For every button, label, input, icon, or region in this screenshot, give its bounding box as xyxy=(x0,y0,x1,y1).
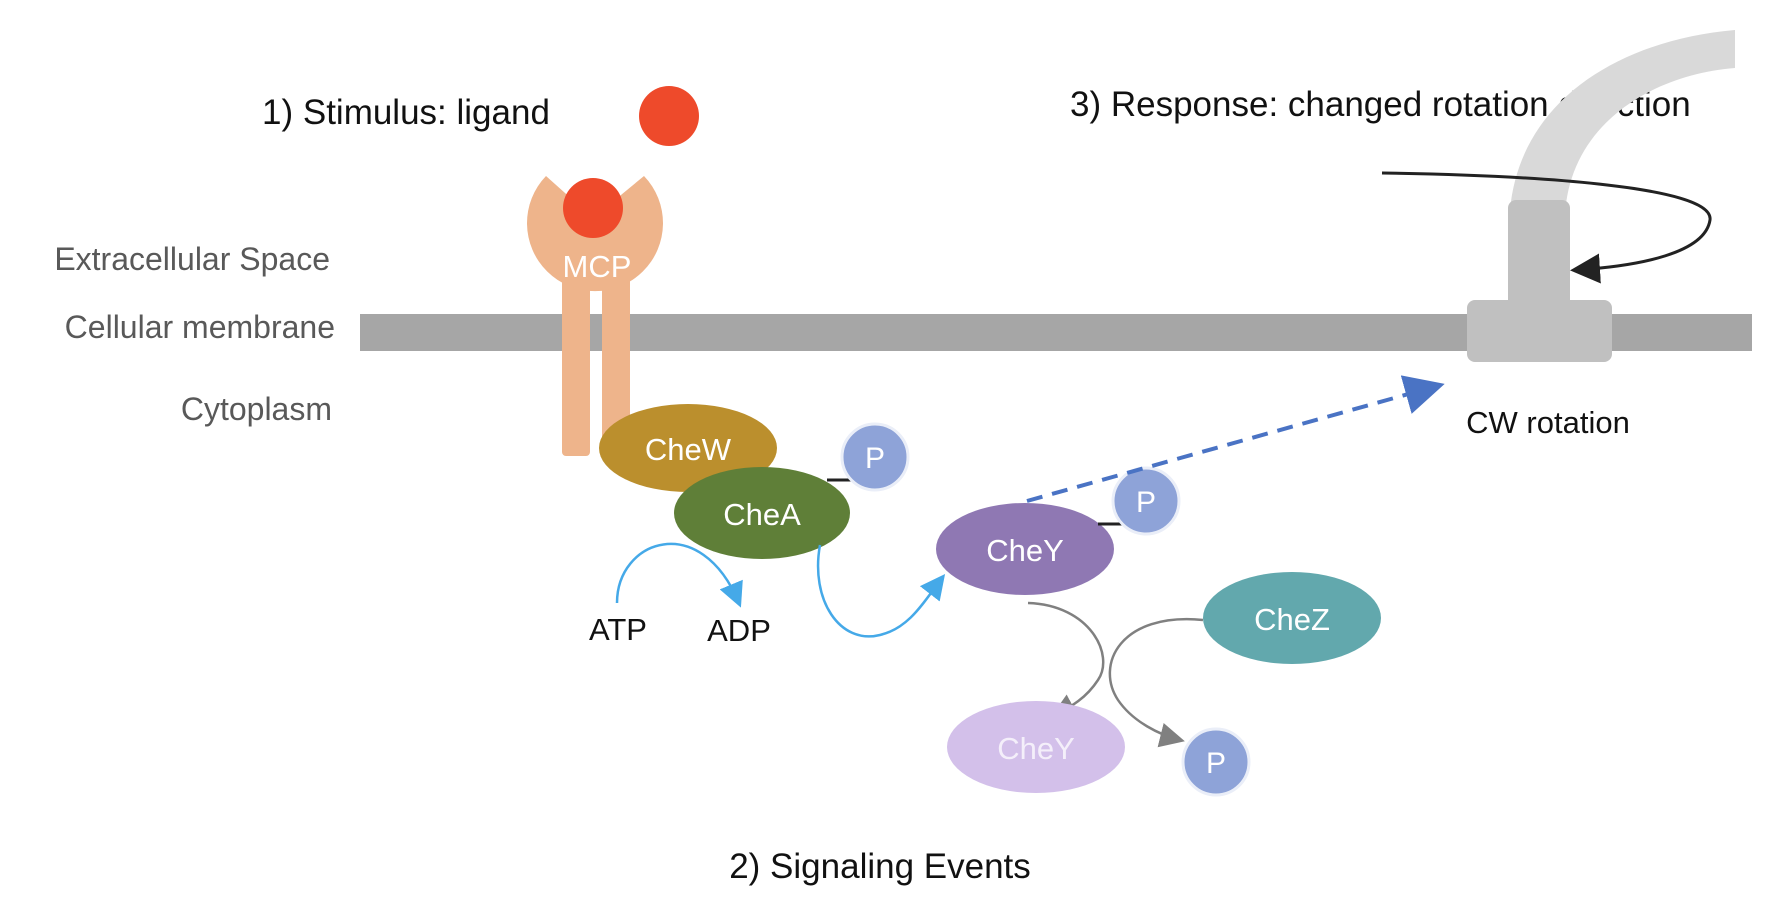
chez-label: CheZ xyxy=(1254,602,1330,637)
chey-active-label: CheY xyxy=(986,533,1064,568)
signaling-title: 2) Signaling Events xyxy=(729,847,1031,886)
mcp-stalk-right xyxy=(602,260,630,456)
mcp-label: MCP xyxy=(563,249,632,284)
chey-active-protein: CheY xyxy=(936,503,1114,595)
bound-ligand xyxy=(563,178,623,238)
cw-rotation-label: CW rotation xyxy=(1466,405,1630,440)
rotation-arrow xyxy=(1381,171,1712,284)
flagellum-hook xyxy=(1510,30,1735,215)
region-extracellular-label: Extracellular Space xyxy=(54,241,330,277)
phosphotransfer-arrow xyxy=(816,544,946,638)
mcp-stalk-left xyxy=(562,260,590,456)
chey-inactive-protein: CheY xyxy=(947,701,1125,793)
released-phosphate-label: P xyxy=(1206,747,1226,780)
flagellar-motor xyxy=(1381,30,1735,362)
chez-protein: CheZ xyxy=(1203,572,1381,664)
signal-to-motor-arrow xyxy=(1026,375,1445,503)
chea-protein: CheA xyxy=(674,467,850,559)
chey-dephosphorylation-arrow xyxy=(1027,601,1105,718)
chey-phosphate: P xyxy=(1111,466,1181,536)
chey-phosphate-label: P xyxy=(1136,486,1156,519)
atp-label: ATP xyxy=(589,612,647,647)
atp-adp-arrow xyxy=(615,542,743,608)
chea-label: CheA xyxy=(723,497,801,532)
region-cytoplasm-label: Cytoplasm xyxy=(181,391,332,427)
phosphate-release-arrow xyxy=(1108,617,1204,748)
region-membrane-label: Cellular membrane xyxy=(65,309,335,345)
chea-phosphate-label: P xyxy=(865,442,885,475)
chey-inactive-label: CheY xyxy=(997,731,1075,766)
chew-label: CheW xyxy=(645,432,732,467)
mcp-receptor: MCP xyxy=(527,176,663,456)
released-phosphate: P xyxy=(1181,727,1251,797)
free-ligand xyxy=(639,86,699,146)
motor-base xyxy=(1467,300,1612,362)
adp-label: ADP xyxy=(707,613,771,648)
motor-shaft xyxy=(1508,200,1570,310)
stimulus-title: 1) Stimulus: ligand xyxy=(262,93,550,132)
chea-phosphate: P xyxy=(840,422,910,492)
